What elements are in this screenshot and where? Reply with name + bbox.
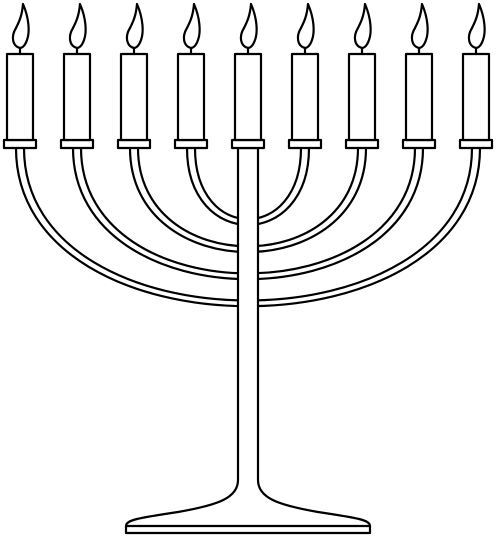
candle-holder: [458, 138, 494, 150]
candle-body: [233, 52, 263, 142]
candle-body: [176, 52, 206, 142]
candle-holder: [173, 138, 209, 150]
flame-icon: [125, 2, 144, 50]
candle-holder: [401, 138, 437, 150]
menorah-stem: [124, 146, 372, 535]
central-stem: [124, 146, 372, 535]
candle-holder: [116, 138, 152, 150]
candle-1: [2, 2, 38, 150]
candle-7: [344, 2, 380, 150]
flame-icon: [68, 2, 87, 50]
candle-2: [59, 2, 95, 150]
menorah-candles: [2, 2, 494, 150]
candle-8: [401, 2, 437, 150]
candle-3: [116, 2, 152, 150]
candle-body: [290, 52, 320, 142]
flame-icon: [296, 2, 315, 50]
candle-5: [230, 2, 266, 150]
candle-holder: [230, 138, 266, 150]
candle-4: [173, 2, 209, 150]
candle-body: [404, 52, 434, 142]
flame-icon: [11, 2, 30, 50]
flame-icon: [182, 2, 201, 50]
candle-body: [62, 52, 92, 142]
candle-body: [119, 52, 149, 142]
flame-icon: [467, 2, 486, 50]
candle-body: [5, 52, 35, 142]
flame-icon: [410, 2, 429, 50]
candle-body: [461, 52, 491, 142]
candle-holder: [59, 138, 95, 150]
candle-9: [458, 2, 494, 150]
flame-icon: [239, 2, 258, 50]
candle-holder: [344, 138, 380, 150]
candle-body: [347, 52, 377, 142]
flame-icon: [353, 2, 372, 50]
candle-holder: [287, 138, 323, 150]
candle-holder: [2, 138, 38, 150]
candle-6: [287, 2, 323, 150]
